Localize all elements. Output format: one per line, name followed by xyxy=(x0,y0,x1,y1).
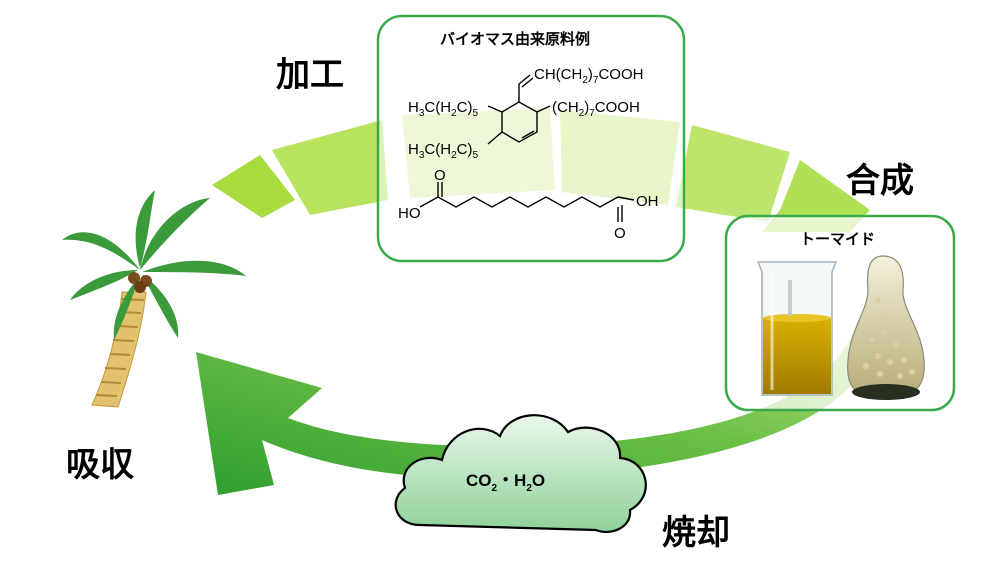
dimer-acid-structure xyxy=(487,74,551,145)
dimer-hexyl-bottom: H3C(H2C)5 xyxy=(408,141,478,161)
palm-tree-illustration xyxy=(62,190,246,408)
cloud-label: CO2・H2O xyxy=(466,471,545,494)
label-incineration: 焼却 xyxy=(662,513,730,553)
sebacic-right-oh: OH xyxy=(636,193,659,210)
sebacic-right-oxygen: O xyxy=(614,225,626,242)
beaker-image xyxy=(756,261,838,396)
product-box: トーマイド xyxy=(724,214,956,412)
palm-frond xyxy=(113,275,140,340)
biomass-box-frame xyxy=(376,14,686,263)
lower-cycle-arrow xyxy=(196,318,880,495)
label-absorption: 吸収 xyxy=(66,445,134,485)
dimer-chain-top: CH(CH2)7COOH xyxy=(534,66,643,86)
label-processing: 加工 xyxy=(276,55,344,95)
product-box-title: トーマイド xyxy=(800,230,875,248)
upper-arc-segment-2 xyxy=(272,120,388,215)
cloud-shape xyxy=(394,414,647,534)
coconut xyxy=(134,281,146,293)
sebacic-left-ho: HO xyxy=(398,205,421,222)
dimer-chain-right: (CH2)7COOH xyxy=(552,99,640,119)
palm-frond xyxy=(142,274,179,338)
dimer-hexyl-top: H3C(H2C)5 xyxy=(408,99,478,119)
pellet-flask-image xyxy=(847,255,925,400)
label-synthesis: 合成 xyxy=(846,161,914,201)
upper-arc-segment-6-arrowhead xyxy=(762,160,870,232)
palm-frond xyxy=(62,232,140,270)
coconut xyxy=(128,272,140,284)
biomass-box-title: バイオマス由来原料例 xyxy=(440,30,590,48)
palm-frond xyxy=(135,190,155,268)
palm-frond xyxy=(142,260,246,276)
biomass-raw-material-box: バイオマス由来原料例 CH(CH2)7COOH (CH2)7COOH H3C(H… xyxy=(376,14,686,263)
sebacic-acid-structure xyxy=(419,182,635,222)
sebacic-left-oxygen: O xyxy=(434,167,446,184)
upper-arc-segment-1 xyxy=(212,155,295,218)
palm-frond xyxy=(70,270,138,300)
upper-arc-segment-5 xyxy=(676,125,790,222)
co2-h2o-cloud: CO2・H2O xyxy=(394,414,647,534)
